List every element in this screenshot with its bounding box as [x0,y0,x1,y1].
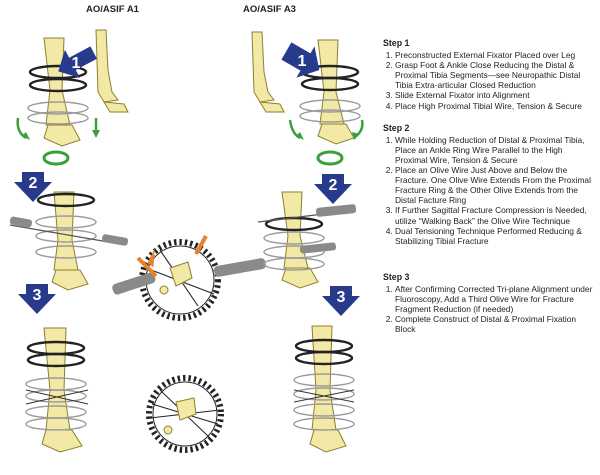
step-1-list: Preconstructed External Fixator Placed o… [383,50,597,111]
title-ao-asif-a1: AO/ASIF A1 [86,4,139,15]
step-3-item-1: After Confirming Corrected Tri-plane Ali… [395,284,597,314]
a3-step3-leg [293,325,355,453]
a3-arrow-2-label: 2 [329,177,338,194]
a1-green-arrows [16,117,100,166]
step-2-item-4: Dual Tensioning Technique Performed Redu… [395,226,597,246]
a3-arrow-1-label: 1 [298,53,307,70]
title-ao-asif-a3: AO/ASIF A3 [243,4,296,15]
step-1-item-1: Preconstructed External Fixator Placed o… [395,50,597,60]
step-2-item-3: If Further Sagittal Fracture Compression… [395,205,597,225]
step-2-item-1: While Holding Reduction of Distal & Prox… [395,135,597,165]
a1-step3-leg [25,327,89,453]
a3-step2-leg [257,191,357,289]
a3-arrow-1: 1 [281,42,320,78]
a1-step2-leg [9,191,129,291]
step-1-title: Step 1 [383,38,410,48]
step-2-title: Step 2 [383,122,410,133]
diagram-svg: 1 2 3 [9,29,364,453]
steps-panel: Step 1 Preconstructed External Fixator P… [383,38,597,344]
step-3-list: After Confirming Corrected Tri-plane Ali… [383,284,597,334]
arrow-2-label: 2 [29,175,38,192]
a1-arrow-3: 3 [18,284,56,314]
step-3-item-2: Complete Construct of Distal & Proximal … [395,314,597,334]
step-1: Step 1 Preconstructed External Fixator P… [383,38,597,111]
a3-green-arrows [288,119,364,166]
a3-arrow-3-label: 3 [337,289,346,306]
step-3-title: Step 3 [383,271,410,282]
step-2-item-2: Place an Olive Wire Just Above and Below… [395,165,597,205]
a1-arrow-2: 2 [14,172,52,202]
a3-step1-leg [251,31,361,145]
step-2-list: While Holding Reduction of Distal & Prox… [383,135,597,246]
procedure-diagram: AO/ASIF A1 AO/ASIF A3 1 [9,4,364,453]
step-2: Step 2 While Holding Reduction of Distal… [383,123,597,246]
step-1-item-3: Slide External Fixator into Alignment [395,90,597,100]
arrow-3-label: 3 [33,287,42,304]
arrow-1-label: 1 [72,55,81,72]
a3-arrow-3: 3 [322,286,360,316]
step-1-item-2: Grasp Foot & Ankle Close Reducing the Di… [395,60,597,90]
center-bottom-ring [146,375,224,453]
center-top-ring [112,235,266,321]
step-1-item-4: Place High Proximal Tibial Wire, Tension… [395,101,597,111]
a1-arrow-1: 1 [58,46,97,79]
a3-arrow-2: 2 [314,174,352,204]
step-3: Step 3 After Confirming Corrected Tri-pl… [383,272,597,335]
a1-side-leg [95,29,129,113]
